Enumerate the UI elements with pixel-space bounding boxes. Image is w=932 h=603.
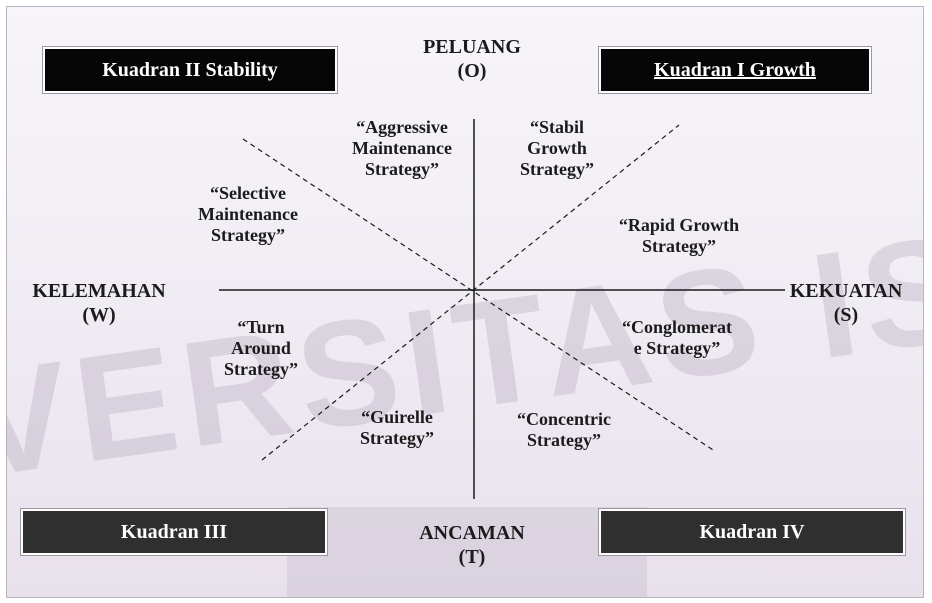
watermark: VERSITAS IS (7, 202, 923, 597)
strategy-turn-around: “Turn Around Strategy” (224, 317, 298, 379)
axis-label-left-line2: (W) (82, 304, 116, 326)
quadrant-1-box: Kuadran I Growth (598, 46, 872, 94)
strategy-guirelle: “Guirelle Strategy” (360, 407, 434, 448)
quadrant-2-label: Kuadran II Stability (102, 58, 278, 81)
strategy-stabil-growth: “Stabil Growth Strategy” (520, 117, 594, 179)
quadrant-2-box: Kuadran II Stability (42, 46, 338, 94)
axis-label-right-line1: KEKUATAN (789, 280, 903, 302)
watermark-base (287, 507, 647, 597)
quadrant-4-label: Kuadran IV (699, 520, 805, 543)
axis-label-left-line1: KELEMAHAN (32, 280, 166, 302)
axis-label-top-line2: (O) (457, 60, 487, 82)
quadrant-4-box: Kuadran IV (598, 508, 906, 556)
quadrant-1-label: Kuadran I Growth (654, 58, 816, 81)
diagonal-line-falling (242, 138, 714, 451)
strategy-selective-maintenance: “Selective Maintenance Strategy” (198, 183, 298, 245)
axis-label-right-line2: (S) (833, 304, 859, 326)
quadrant-3-label: Kuadran III (120, 520, 228, 543)
axis-label-ancaman: ANCAMAN (T) (387, 521, 557, 569)
axis-label-kelemahan: KELEMAHAN (W) (7, 279, 191, 327)
strategy-concentric: “Concentric Strategy” (517, 409, 611, 450)
strategy-aggressive-maintenance: “Aggressive Maintenance Strategy” (352, 117, 452, 179)
axis-label-bottom-line1: ANCAMAN (419, 522, 525, 544)
quadrant-3-box: Kuadran III (20, 508, 328, 556)
axes-lines (219, 119, 785, 499)
strategy-rapid-growth: “Rapid Growth Strategy” (618, 215, 740, 256)
axis-label-top-line1: PELUANG (423, 36, 521, 58)
axis-label-bottom-line2: (T) (458, 546, 486, 568)
axis-label-peluang: PELUANG (O) (387, 35, 557, 83)
diagonal-line-rising (261, 124, 680, 461)
axis-label-kekuatan: KEKUATAN (S) (767, 279, 923, 327)
strategy-conglomerate: “Conglomerat e Strategy” (622, 317, 732, 358)
diagram-frame: VERSITAS IS Kuadran II Stability Kuadran… (6, 6, 924, 598)
